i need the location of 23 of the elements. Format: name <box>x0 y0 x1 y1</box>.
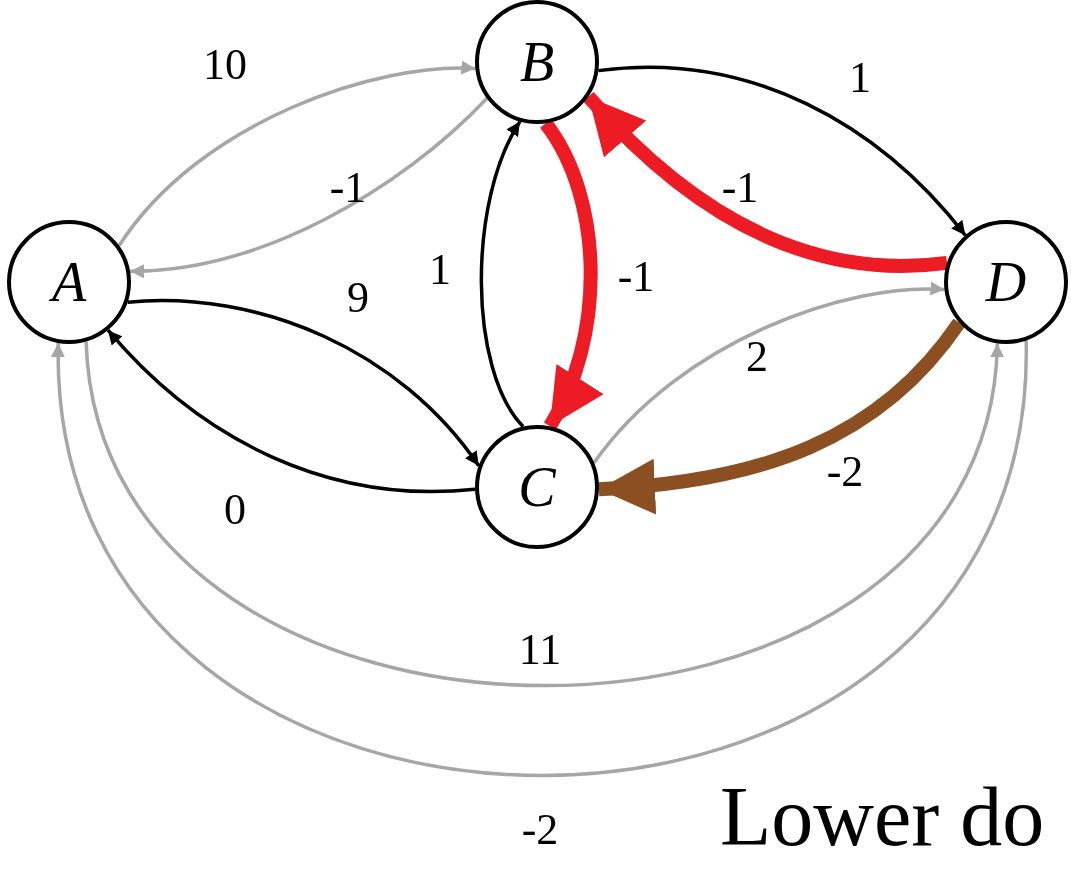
edge-label: 1 <box>848 56 872 100</box>
node-label: D <box>985 254 1027 310</box>
arrow <box>598 318 965 514</box>
edge-label: 1 <box>428 248 452 292</box>
node-label: A <box>51 254 87 310</box>
edge-label: 0 <box>223 488 247 532</box>
edge-label: -1 <box>720 166 760 210</box>
edge-label: -2 <box>520 808 560 852</box>
edge-label: 2 <box>745 335 769 379</box>
edge-label: 9 <box>346 276 370 320</box>
edge-label: -2 <box>825 450 865 494</box>
edge-label: -1 <box>328 166 368 210</box>
arrow <box>117 61 476 247</box>
arrow <box>130 97 489 278</box>
node-label: B <box>519 34 555 90</box>
edge-label: 11 <box>517 628 563 672</box>
edge-label: 10 <box>202 43 248 87</box>
node-label: C <box>518 459 556 515</box>
caption-text: Lower do <box>720 775 1045 859</box>
arrow <box>598 65 967 237</box>
arrow <box>106 329 476 494</box>
arrow <box>592 282 945 464</box>
edge-label: -1 <box>616 255 656 299</box>
